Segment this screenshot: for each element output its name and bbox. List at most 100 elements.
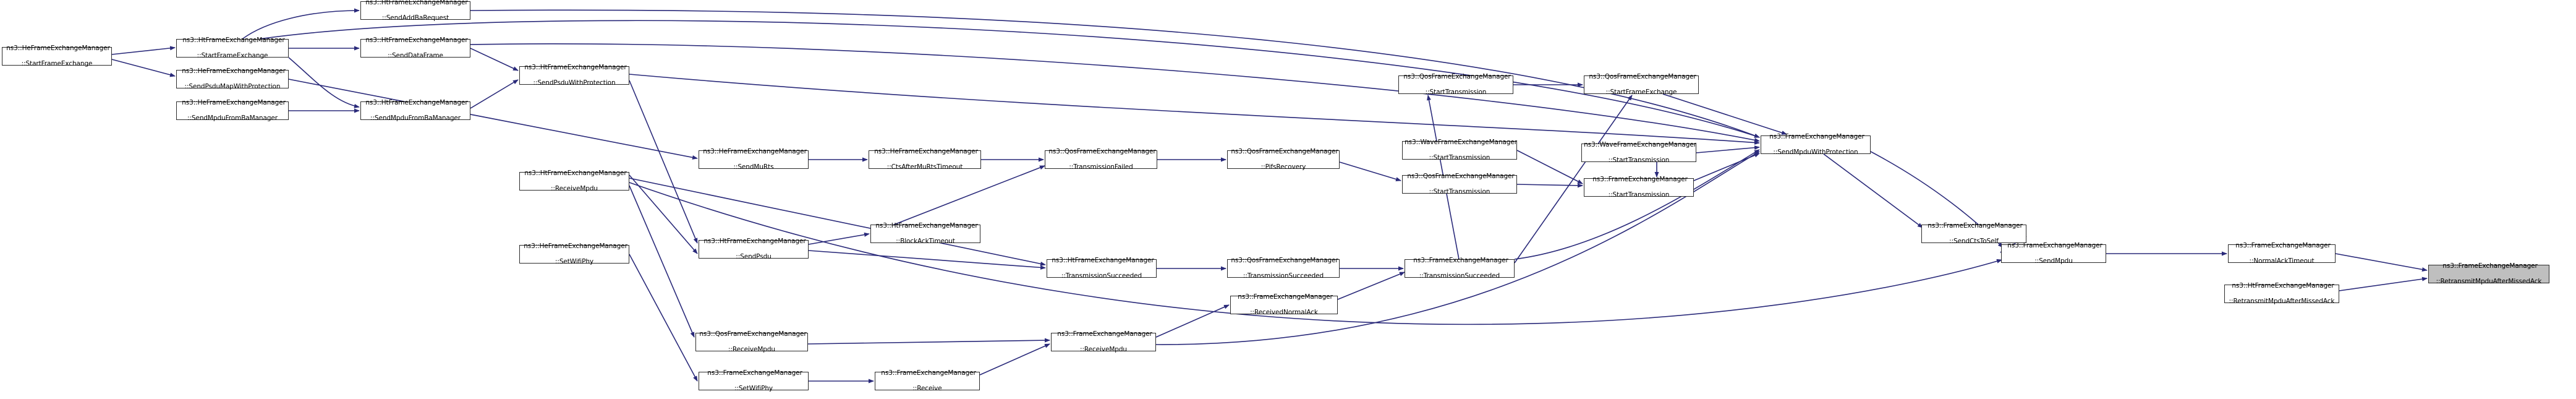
graph-node-label: ns3::HtFrameExchangeManager bbox=[182, 36, 285, 45]
graph-node-text: ns3::QosFrameExchangeManager::PifsRecove… bbox=[1228, 148, 1339, 171]
graph-node-label-line2: ::TransmissionSucceeded bbox=[1061, 272, 1142, 280]
graph-node-label: ns3::QosFrameExchangeManager bbox=[1589, 73, 1696, 81]
graph-node[interactable]: ns3::FrameExchangeManager::RetransmitMpd… bbox=[2428, 262, 2549, 286]
edge-n28-to-n30 bbox=[1696, 145, 1760, 153]
graph-node-label: ns3::QosFrameExchangeManager bbox=[699, 330, 807, 338]
graph-node-label-line2: ::BlockAckTimeout bbox=[896, 238, 955, 246]
graph-node-label: ns3::HeFrameExchangeManager bbox=[6, 45, 110, 53]
graph-node-text: ns3::FrameExchangeManager::StartTransmis… bbox=[1584, 176, 1693, 199]
graph-node[interactable]: ns3::FrameExchangeManager::TransmissionS… bbox=[1405, 257, 1515, 280]
graph-node[interactable]: ns3::QosFrameExchangeManager::StartTrans… bbox=[1402, 173, 1517, 195]
graph-node-text: ns3::QosFrameExchangeManager::ReceiveMpd… bbox=[696, 330, 807, 354]
edge-n19-to-n22 bbox=[1155, 304, 1230, 338]
edge-n2-to-n10 bbox=[288, 79, 698, 160]
graph-node[interactable]: ns3::FrameExchangeManager::SendCtsToSelf bbox=[1921, 222, 2026, 245]
edge-n1-to-n4 bbox=[242, 8, 360, 40]
graph-node[interactable]: ns3::QosFrameExchangeManager::Transmissi… bbox=[1227, 257, 1340, 280]
graph-node[interactable]: ns3::HtFrameExchangeManager::SendMpduFro… bbox=[360, 99, 470, 122]
graph-node-label-line2: ::RetransmitMpduAfterMissedAck bbox=[2436, 278, 2542, 286]
edge-n8-to-n11 bbox=[629, 174, 698, 254]
graph-node[interactable]: ns3::FrameExchangeManager::NormalAckTime… bbox=[2228, 242, 2336, 265]
graph-node[interactable]: ns3::FrameExchangeManager::SendMpduWithP… bbox=[1761, 133, 1871, 156]
graph-node-label: ns3::HeFrameExchangeManager bbox=[874, 148, 978, 156]
edge-n6-to-n7 bbox=[470, 79, 519, 109]
graph-node-label-line2: ::SendAddBaRequest bbox=[381, 14, 449, 22]
graph-node[interactable]: ns3::QosFrameExchangeManager::PifsRecove… bbox=[1227, 148, 1340, 171]
graph-node-label: ns3::FrameExchangeManager bbox=[1413, 257, 1508, 265]
edge-n5-to-n30 bbox=[470, 43, 1760, 142]
graph-node-label-line2: ::ReceiveMpdu bbox=[728, 346, 775, 354]
graph-node[interactable]: ns3::HeFrameExchangeManager::CtsAfterMuR… bbox=[869, 148, 981, 171]
graph-node-label: ns3::HtFrameExchangeManager bbox=[875, 222, 978, 230]
edge-n12-to-n19 bbox=[807, 338, 1050, 345]
graph-node-text: ns3::HtFrameExchangeManager::SendMpduFro… bbox=[361, 99, 470, 122]
edge-n7-to-n11 bbox=[629, 80, 698, 244]
graph-node[interactable]: ns3::FrameExchangeManager::ReceiveMpdu bbox=[1051, 330, 1156, 354]
edge-n22-to-n25 bbox=[1337, 272, 1405, 300]
graph-node-label: ns3::QosFrameExchangeManager bbox=[1231, 257, 1338, 265]
graph-node[interactable]: ns3::HeFrameExchangeManager::SetWifiPhy bbox=[519, 242, 629, 265]
edge-n33-to-n35 bbox=[2335, 253, 2428, 272]
graph-node[interactable]: ns3::WaveFrameExchangeManager::StartTran… bbox=[1581, 141, 1696, 165]
graph-node[interactable]: ns3::HtFrameExchangeManager::StartFrameE… bbox=[176, 36, 289, 59]
graph-node[interactable]: ns3::HeFrameExchangeManager::SendPsduMap… bbox=[176, 67, 289, 91]
graph-node-text: ns3::HtFrameExchangeManager::SendAddBaRe… bbox=[361, 0, 470, 22]
graph-node-text: ns3::QosFrameExchangeManager::StartTrans… bbox=[1399, 73, 1513, 97]
graph-node-label: ns3::QosFrameExchangeManager bbox=[1231, 148, 1338, 156]
graph-node-label: ns3::FrameExchangeManager bbox=[881, 369, 976, 377]
graph-node-label: ns3::HtFrameExchangeManager bbox=[704, 238, 806, 246]
graph-node[interactable]: ns3::FrameExchangeManager::StartTransmis… bbox=[1584, 176, 1694, 199]
graph-node[interactable]: ns3::WaveFrameExchangeManager::StartTran… bbox=[1402, 139, 1517, 162]
graph-node[interactable]: ns3::HeFrameExchangeManager::StartFrameE… bbox=[2, 45, 112, 67]
graph-node-label: ns3::HtFrameExchangeManager bbox=[365, 36, 468, 45]
graph-node[interactable]: ns3::QosFrameExchangeManager::StartTrans… bbox=[1398, 73, 1513, 97]
graph-node[interactable]: ns3::HtFrameExchangeManager::SendPsduWit… bbox=[519, 64, 629, 87]
edge-n30-to-n31 bbox=[1823, 153, 1923, 228]
graph-node-text: ns3::QosFrameExchangeManager::Transmissi… bbox=[1045, 148, 1157, 171]
graph-node[interactable]: ns3::FrameExchangeManager::SendMpdu bbox=[2001, 242, 2106, 265]
graph-node-label-line2: ::SendMuRts bbox=[733, 163, 774, 171]
graph-node-text: ns3::HtFrameExchangeManager::SendPsduWit… bbox=[520, 64, 629, 87]
graph-node-text: ns3::HeFrameExchangeManager::SendMpduFro… bbox=[177, 99, 288, 122]
graph-node-label-line2: ::StartTransmission bbox=[1608, 157, 1670, 165]
edge-n4-to-n30 bbox=[470, 9, 1760, 138]
graph-node[interactable]: ns3::HtFrameExchangeManager::SendAddBaRe… bbox=[360, 0, 470, 22]
graph-node[interactable]: ns3::HtFrameExchangeManager::SendDataFra… bbox=[360, 36, 470, 59]
graph-node[interactable]: ns3::HtFrameExchangeManager::BlockAckTim… bbox=[870, 222, 980, 246]
edge-n34-to-n35 bbox=[2339, 277, 2428, 291]
graph-node-text: ns3::WaveFrameExchangeManager::StartTran… bbox=[1582, 141, 1696, 165]
graph-node-label: ns3::HtFrameExchangeManager bbox=[524, 64, 627, 72]
graph-node-label: ns3::QosFrameExchangeManager bbox=[1407, 173, 1515, 181]
graph-node-label-line2: ::RetransmitMpduAfterMissedAck bbox=[2229, 298, 2335, 306]
graph-node-text: ns3::HtFrameExchangeManager::Transmissio… bbox=[1047, 257, 1156, 280]
graph-node[interactable]: ns3::FrameExchangeManager::Receive bbox=[875, 369, 980, 392]
graph-node[interactable]: ns3::HtFrameExchangeManager::RetransmitM… bbox=[2224, 282, 2339, 306]
edge-n29-to-n30 bbox=[1693, 153, 1760, 181]
graph-node[interactable]: ns3::HtFrameExchangeManager::ReceiveMpdu bbox=[519, 169, 629, 193]
graph-node-text: ns3::FrameExchangeManager::SetWifiPhy bbox=[699, 369, 808, 393]
graph-node[interactable]: ns3::FrameExchangeManager::SetWifiPhy bbox=[699, 369, 809, 393]
graph-node-text: ns3::FrameExchangeManager::RetransmitMpd… bbox=[2429, 262, 2549, 286]
graph-node[interactable]: ns3::QosFrameExchangeManager::Transmissi… bbox=[1045, 148, 1157, 171]
graph-node-label-line2: ::SendPsduWithProtection bbox=[533, 79, 616, 87]
graph-node-label-line2: ::StartFrameExchange bbox=[1605, 88, 1677, 97]
graph-node-label-line2: ::StartTransmission bbox=[1429, 154, 1490, 162]
graph-node[interactable]: ns3::QosFrameExchangeManager::ReceiveMpd… bbox=[695, 330, 808, 354]
graph-node[interactable]: ns3::FrameExchangeManager::ReceivedNorma… bbox=[1230, 293, 1338, 316]
edge-n24-to-n29 bbox=[1516, 183, 1583, 188]
graph-node[interactable]: ns3::QosFrameExchangeManager::StartFrame… bbox=[1584, 73, 1699, 97]
graph-node-text: ns3::HeFrameExchangeManager::SendPsduMap… bbox=[177, 67, 288, 91]
graph-node-label-line2: ::TransmissionSucceeded bbox=[1419, 272, 1500, 280]
graph-node[interactable]: ns3::HeFrameExchangeManager::SendMuRts bbox=[699, 148, 809, 171]
graph-node-label: ns3::HeFrameExchangeManager bbox=[524, 242, 627, 251]
graph-node[interactable]: ns3::HtFrameExchangeManager::SendPsdu bbox=[699, 238, 809, 260]
graph-node-text: ns3::FrameExchangeManager::ReceiveMpdu bbox=[1052, 330, 1155, 354]
graph-node-label-line2: ::ReceiveMpdu bbox=[1080, 346, 1127, 354]
graph-node-label-line2: ::CtsAfterMuRtsTimeout bbox=[886, 163, 963, 171]
graph-node[interactable]: ns3::HtFrameExchangeManager::Transmissio… bbox=[1047, 257, 1157, 280]
graph-node-text: ns3::HtFrameExchangeManager::ReceiveMpdu bbox=[520, 169, 629, 193]
graph-node[interactable]: ns3::HeFrameExchangeManager::SendMpduFro… bbox=[176, 99, 289, 122]
graph-node-label-line2: ::PifsRecovery bbox=[1260, 163, 1306, 171]
graph-node-label: ns3::FrameExchangeManager bbox=[1769, 133, 1864, 141]
